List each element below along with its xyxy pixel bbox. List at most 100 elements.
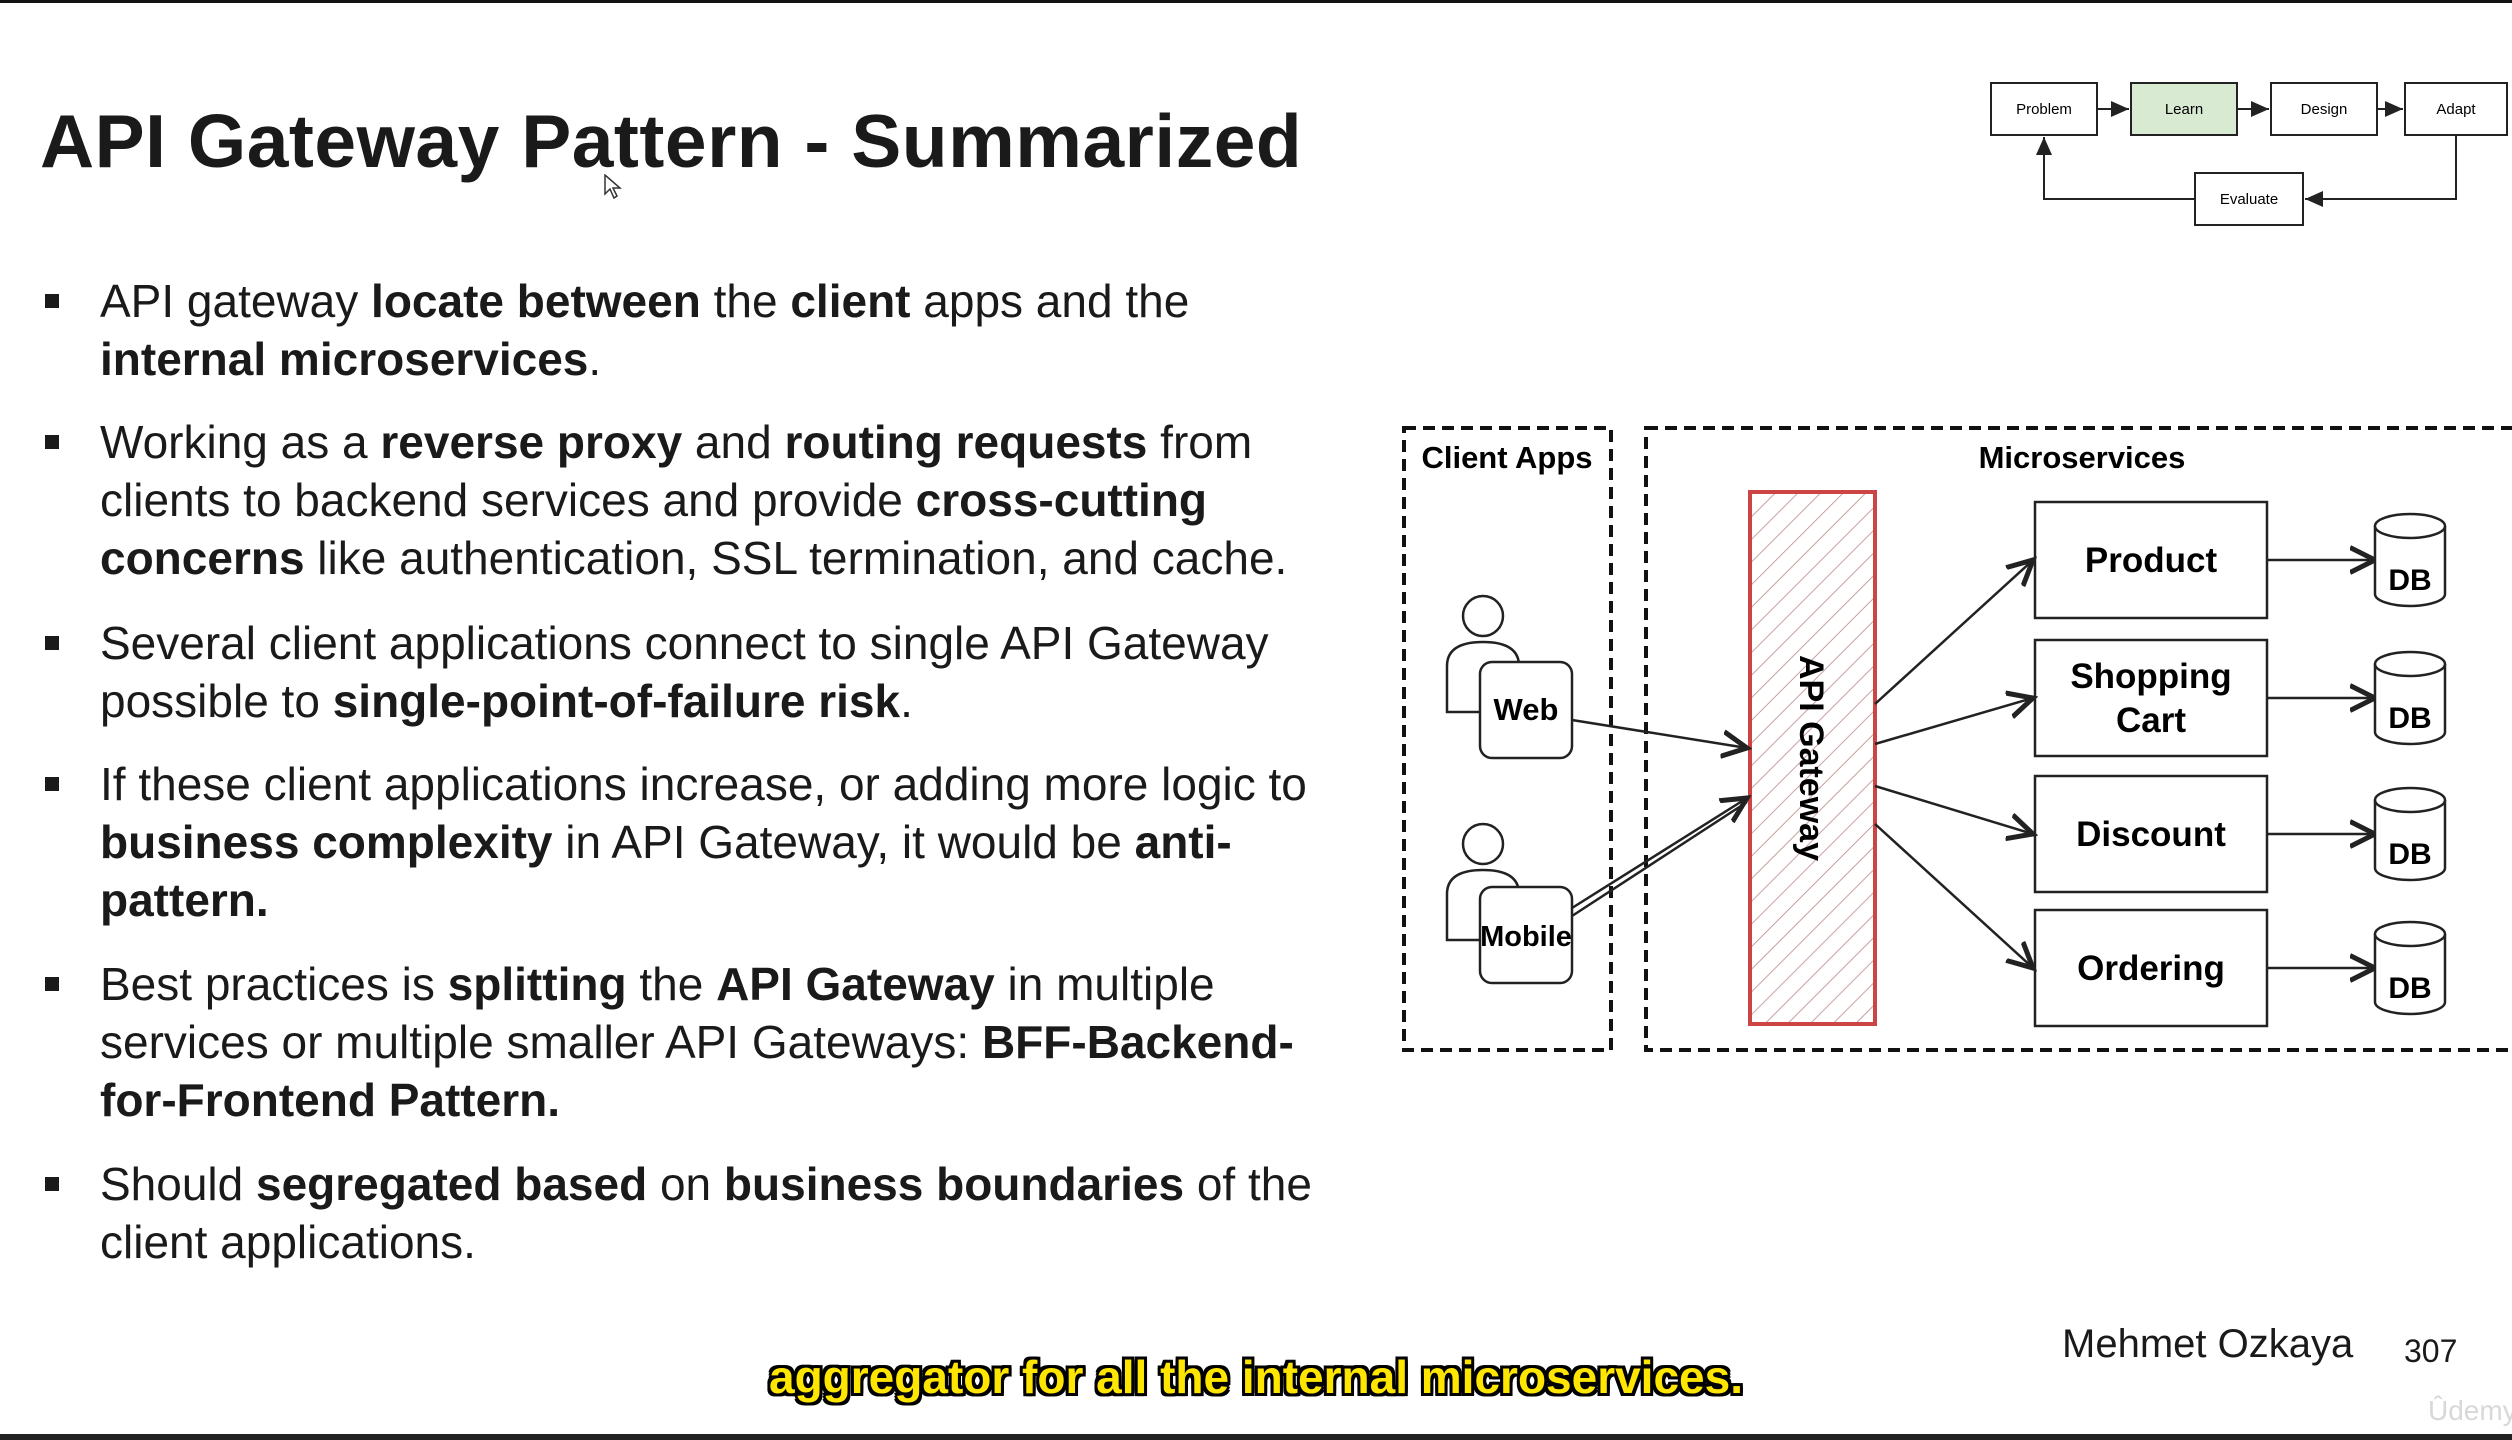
bullet-text: in API Gateway, it would be [552, 816, 1135, 868]
bullet-text: client applications. [100, 1216, 476, 1268]
client-apps-label: Client Apps [1421, 440, 1592, 475]
bullet-square-icon [45, 636, 59, 650]
database-label: DB [2388, 564, 2431, 597]
database-icon: DB [2373, 786, 2447, 882]
slide-title: API Gateway Pattern - Summarized [40, 99, 1303, 183]
mobile-client-label: Mobile [1480, 921, 1572, 953]
flow-design-label: Design [2301, 101, 2348, 118]
service-label: Cart [2116, 701, 2186, 740]
bullet-line: If these client applications increase, o… [100, 755, 1307, 813]
database-icon: DB [2373, 920, 2447, 1016]
bullet-text: reverse proxy [380, 416, 683, 468]
bullet-line: clients to backend services and provide … [100, 471, 1287, 529]
bullet-text: single-point-of-failure risk [332, 675, 901, 727]
top-border [0, 0, 2512, 3]
service-box-outline [2033, 908, 2269, 1028]
bullet-line: Best practices is splitting the API Gate… [100, 955, 1294, 1013]
bullet-text: splitting [447, 958, 627, 1010]
flow-evaluate-label: Evaluate [2220, 191, 2278, 208]
bullet-text: If these client applications increase, o… [100, 758, 1307, 810]
flow-adapt-label: Adapt [2436, 101, 2476, 118]
bullet-text: services or multiple smaller API Gateway… [100, 1016, 982, 1068]
flow-adapt-box: Adapt [2404, 82, 2508, 136]
client-apps-container: Client Apps [1402, 426, 1613, 1052]
gateway-service-arrow [1874, 823, 2033, 968]
service-label: Ordering [2077, 949, 2225, 988]
bullet-text: from [1147, 416, 1253, 468]
bullet-text: routing requests [784, 416, 1148, 468]
bullet-text: clients to backend services and provide [100, 474, 916, 526]
bullet-text: in multiple [994, 958, 1215, 1010]
bullet-text: like authentication, SSL termination, an… [304, 532, 1288, 584]
bullet-text: . [588, 333, 602, 385]
web-client: Web [1445, 594, 1574, 760]
bullet-text: business complexity [100, 816, 553, 868]
bullet-text: on [647, 1158, 724, 1210]
gateway-service-arrow [1874, 784, 2033, 834]
bullet-line: client applications. [100, 1213, 1312, 1271]
bullet-text: pattern. [100, 874, 269, 926]
database-label: DB [2388, 972, 2431, 1005]
gateway-service-arrow [1874, 560, 2033, 705]
page-number: 307 [2404, 1333, 2458, 1369]
service-label: Product [2085, 541, 2218, 580]
bullet-square-icon [45, 777, 59, 791]
bullet-text: BFF-Backend- [981, 1016, 1294, 1068]
gateway-service-arrow [1874, 698, 2033, 746]
bullet-text: anti- [1134, 816, 1232, 868]
database-icon: DB [2373, 512, 2447, 608]
flow-problem-box: Problem [1990, 82, 2098, 136]
bullet-text: locate between [371, 275, 701, 327]
udemy-watermark: Ûdemy [2428, 1395, 2512, 1426]
bullet-line: Working as a reverse proxy and routing r… [100, 413, 1287, 471]
service-label: Shopping [2070, 657, 2231, 696]
flow-design-box: Design [2270, 82, 2378, 136]
service-box-outline [2033, 638, 2269, 758]
bullet-line: pattern. [100, 871, 1307, 929]
architecture-diagram: Client Apps Microservices Web Mobile API… [1402, 426, 2512, 1052]
bullet-text: for-Frontend Pattern. [100, 1074, 560, 1126]
microservices-container: Microservices [1644, 426, 2512, 1052]
service-box-outline [2033, 774, 2269, 894]
database-icon: DB [2373, 650, 2447, 746]
bullet-text: segregated based [256, 1158, 648, 1210]
bullet-square-icon [45, 435, 59, 449]
bullet-text: . [900, 675, 913, 727]
bullet-line: API gateway locate between the client ap… [100, 272, 1189, 330]
bullet-text: possible to [100, 675, 333, 727]
bullet-text: client [790, 275, 911, 327]
bullet-text: Several client applications connect to s… [100, 617, 1269, 669]
bullet-text: apps and the [910, 275, 1190, 327]
flow-learn-label: Learn [2165, 101, 2203, 118]
bullet-text: the [700, 275, 791, 327]
flow-arrows [2036, 101, 2457, 207]
bullet-line: business complexity in API Gateway, it w… [100, 813, 1307, 871]
bullet-text: Working as a [100, 416, 381, 468]
bullet-text: the [626, 958, 717, 1010]
client-gateway-arrows [1571, 718, 1747, 918]
bullet-text: cross-cutting [915, 474, 1208, 526]
database-label: DB [2388, 702, 2431, 735]
bullet-text: internal microservices [100, 333, 589, 385]
bullet-list: API gateway locate between the client ap… [45, 272, 1312, 1271]
bullet-text: of the [1184, 1158, 1312, 1210]
microservices-label: Microservices [1979, 440, 2186, 475]
bullet-line: for-Frontend Pattern. [100, 1071, 1294, 1129]
bullet-square-icon [45, 294, 59, 308]
service-label: Discount [2076, 815, 2226, 854]
bullet-line: possible to single-point-of-failure risk… [100, 672, 1269, 730]
bullet-line: concerns like authentication, SSL termin… [100, 529, 1287, 587]
bullet-square-icon [45, 1177, 59, 1191]
video-subtitle: aggregator for all the internal microser… [769, 1351, 1743, 1403]
service-box-outline [2033, 500, 2269, 620]
bullet-text: API gateway [100, 275, 372, 327]
bottom-border [0, 1434, 2512, 1440]
mobile-client: Mobile [1445, 822, 1574, 985]
bullet-line: services or multiple smaller API Gateway… [100, 1013, 1294, 1071]
mouse-cursor-icon [604, 174, 623, 200]
flow-problem-label: Problem [2016, 101, 2072, 118]
